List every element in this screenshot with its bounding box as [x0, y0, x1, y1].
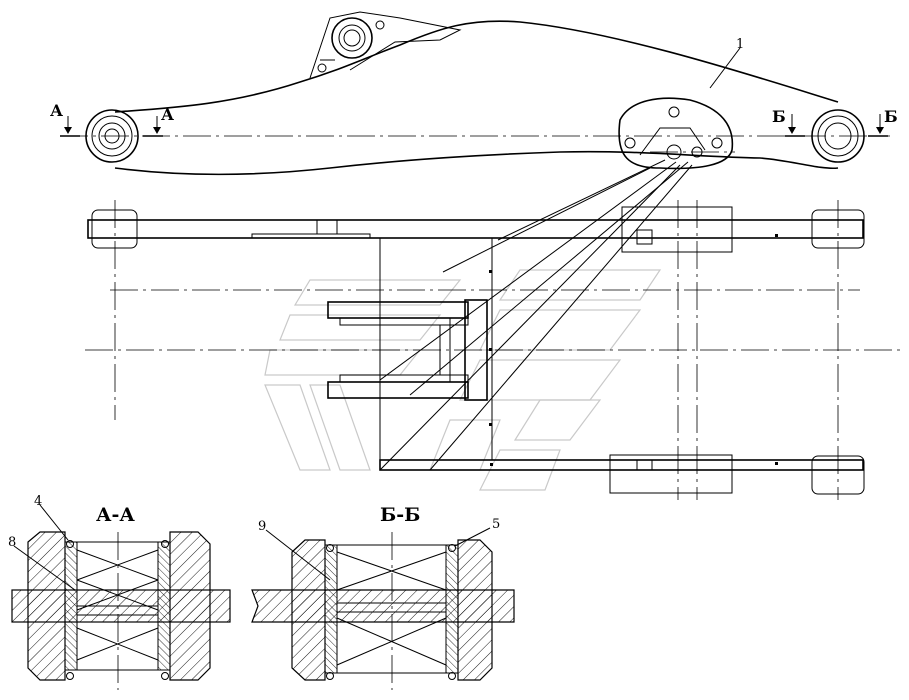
section-a-right-marker: А	[161, 105, 174, 124]
arm-elevation-view	[60, 11, 890, 176]
section-b-title: Б-Б	[380, 504, 420, 526]
section-b-right-marker: Б	[884, 107, 898, 126]
callout-seal-a: 4	[34, 494, 42, 509]
section-b-b	[251, 527, 515, 690]
section-b-left-marker: Б	[772, 107, 786, 126]
callout-seal-b: 5	[492, 517, 500, 532]
watermark-logo	[264, 269, 662, 491]
arm-plan-view	[85, 159, 905, 500]
callout-arm: 1	[736, 37, 744, 52]
section-a-a	[11, 504, 231, 690]
callout-sleeve-a: 8	[8, 535, 16, 550]
section-a-left-marker: А	[50, 101, 63, 120]
section-a-title: А-А	[96, 504, 135, 526]
callout-sleeve-b: 9	[258, 519, 266, 534]
